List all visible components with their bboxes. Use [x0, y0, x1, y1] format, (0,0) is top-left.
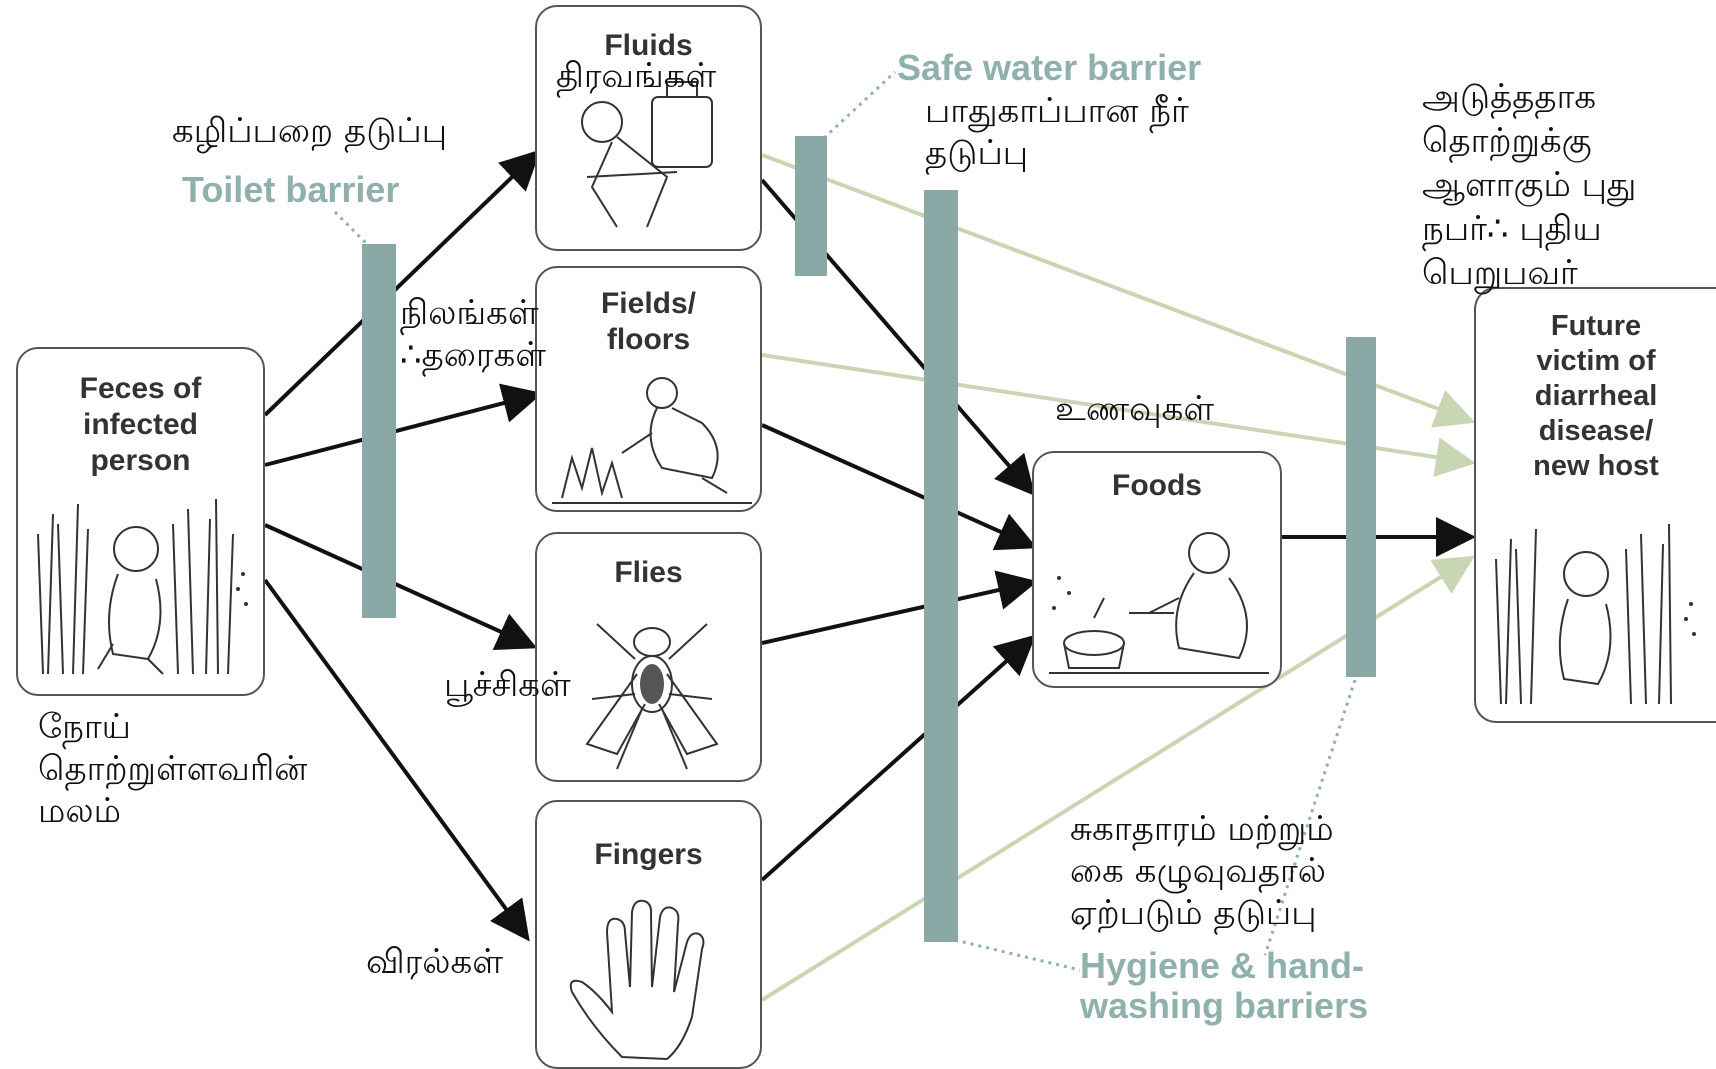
source-title: Feces of infected person — [18, 371, 263, 479]
arrow-flies-foods — [762, 583, 1030, 643]
hygiene-barrier-bar-food — [1346, 337, 1376, 677]
foods-box: Foods — [1032, 451, 1282, 688]
hand-icon — [552, 887, 752, 1062]
safe-water-barrier-bar — [795, 136, 827, 276]
hygiene-barrier-label: Hygiene & hand- washing barriers — [1080, 946, 1368, 1026]
fingers-tamil-label: விரல்கள் — [366, 941, 503, 983]
target-title: Future victim of diarrheal disease/ new … — [1476, 309, 1716, 484]
fingers-title: Fingers — [537, 838, 760, 872]
flies-tamil-label: பூச்சிகள் — [444, 664, 571, 706]
safe-water-barrier-label: Safe water barrier — [897, 48, 1201, 88]
toilet-barrier-bar — [362, 244, 396, 618]
foods-title: Foods — [1034, 469, 1280, 503]
target-tamil-label: அடுத்ததாக தொற்றுக்கு ஆளாகும் புது நபர்∴ … — [1422, 75, 1636, 295]
water-carrier-illustration — [557, 77, 747, 242]
child-defecating-illustration — [28, 494, 253, 684]
hygiene-barrier-bar-main — [924, 190, 958, 942]
arrow-source-fields — [265, 395, 535, 465]
woman-in-field-illustration — [552, 368, 752, 508]
leader-hygiene-1 — [955, 940, 1080, 970]
child-eating-illustration — [1049, 518, 1269, 678]
foods-tamil-label: உணவுகள் — [1055, 388, 1214, 430]
fluids-box: Fluids — [535, 5, 762, 251]
fluids-tamil-label: திரவங்கள் — [556, 55, 716, 97]
future-victim-illustration — [1486, 519, 1706, 709]
target-box: Future victim of diarrheal disease/ new … — [1474, 287, 1716, 723]
source-tamil-label: நோய் தொற்றுள்ளவரின் மலம் — [38, 706, 307, 832]
fly-icon — [577, 604, 727, 774]
source-box: Feces of infected person — [16, 347, 265, 696]
fields-box: Fields/ floors — [535, 266, 762, 512]
safe-water-barrier-tamil-label: பாதுகாப்பான நீர் தடுப்பு — [925, 90, 1189, 174]
fields-tamil-label: நிலங்கள் ∴தரைகள் — [400, 292, 546, 376]
arrow-source-flies — [265, 525, 530, 645]
hygiene-barrier-tamil-label: சுகாதாரம் மற்றும் கை கழுவுவதால் ஏற்படும்… — [1070, 808, 1334, 934]
toilet-barrier-tamil-label: கழிப்பறை தடுப்பு — [172, 110, 447, 152]
flies-title: Flies — [537, 556, 760, 590]
leader-toilet — [335, 212, 368, 245]
fields-title: Fields/ floors — [537, 286, 760, 358]
toilet-barrier-label: Toilet barrier — [182, 170, 399, 210]
fingers-box: Fingers — [535, 800, 762, 1069]
flies-box: Flies — [535, 532, 762, 782]
arrow-fingers-foods — [762, 640, 1030, 880]
leader-safe-water — [824, 72, 895, 138]
